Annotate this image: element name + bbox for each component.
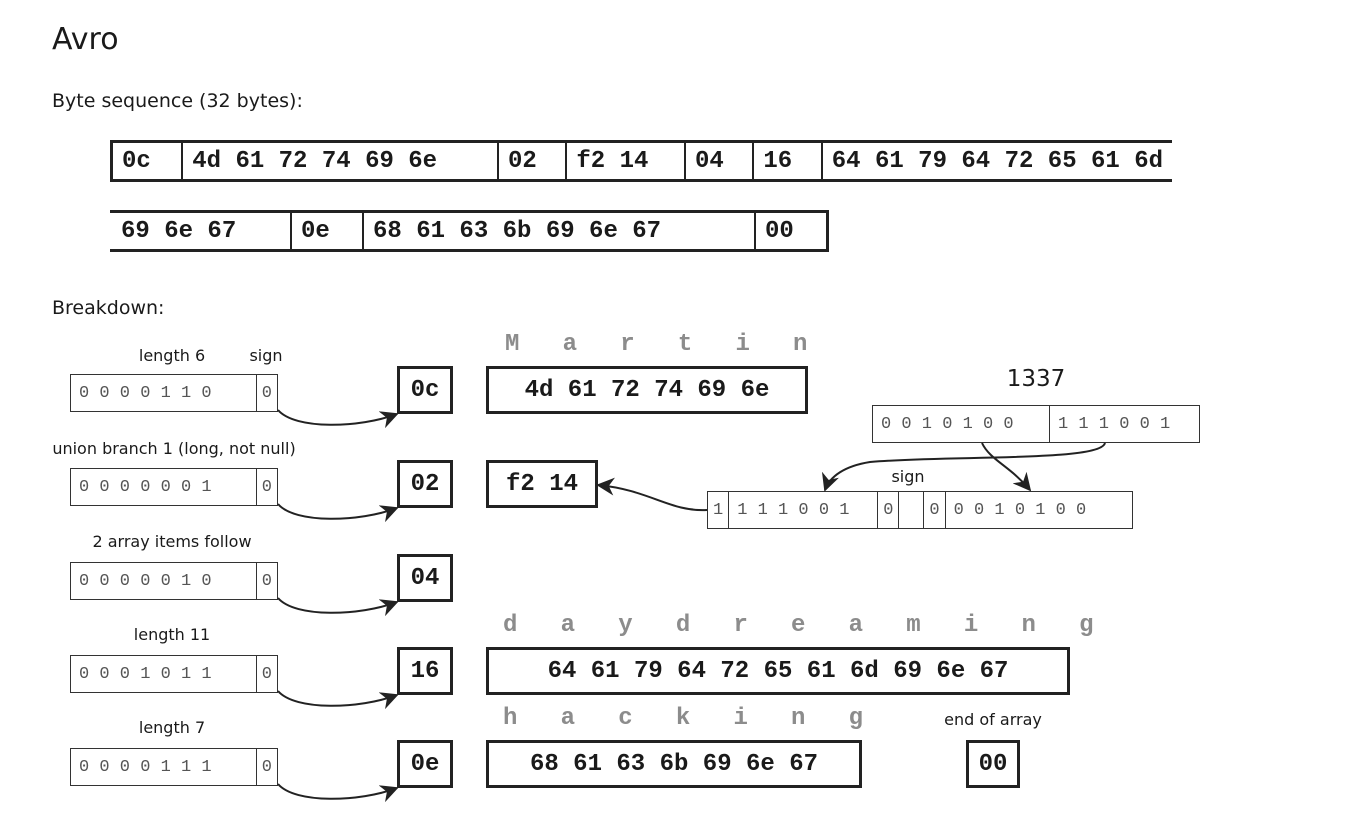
byte-box-0c: 0c xyxy=(397,366,453,414)
byte-sequence-row-1: 0c 4d 61 72 74 69 6e 02 f2 14 04 16 64 6… xyxy=(110,140,1172,182)
bitbox-1337: 0 0 1 0 1 0 0 1 1 1 0 0 1 xyxy=(872,405,1200,443)
label-length-11: length 11 xyxy=(133,625,211,644)
seq-byte-16: 16 xyxy=(752,143,820,179)
bitbox-length-6: 0 0 0 0 1 1 0 0 xyxy=(70,374,278,412)
seq-bytes-hacking: 68 61 63 6b 69 6e 67 xyxy=(362,213,754,249)
bit-sign: 0 xyxy=(255,563,277,599)
byte-gap xyxy=(898,492,923,528)
label-length-6: length 6 xyxy=(138,346,206,365)
byte-box-00: 00 xyxy=(966,740,1020,788)
bit-encoded-sign: 0 xyxy=(877,492,898,528)
seq-byte-0e: 0e xyxy=(290,213,362,249)
seq-byte-0c: 0c xyxy=(110,143,181,179)
arrow-encoded-to-f2-14 xyxy=(596,477,708,512)
arrow-to-0e xyxy=(277,783,399,803)
bitbox-zigzag-encoded: 1 1 1 1 0 0 1 0 0 0 0 1 0 1 0 0 xyxy=(707,491,1133,529)
seq-bytes-martin: 4d 61 72 74 69 6e xyxy=(181,143,497,179)
hex-box-daydreaming: 64 61 79 64 72 65 61 6d 69 6e 67 xyxy=(486,647,1070,695)
byte-box-0e: 0e xyxy=(397,740,453,788)
bitbox-array-items: 0 0 0 0 0 1 0 0 xyxy=(70,562,278,600)
seq-bytes-ing: 69 6e 67 xyxy=(121,217,237,245)
seq-bytes-daydream: 64 61 79 64 72 65 61 6d xyxy=(820,143,1172,179)
breakdown-heading: Breakdown: xyxy=(52,297,165,319)
seq-bytes-f2-14: f2 14 xyxy=(565,143,684,179)
arrow-to-0c xyxy=(277,409,399,429)
bitbox-union-branch: 0 0 0 0 0 0 1 0 xyxy=(70,468,278,506)
bit-continuation-1: 1 xyxy=(713,500,724,520)
bits-value: 0 0 0 0 0 1 0 xyxy=(79,571,212,591)
label-end-of-array: end of array xyxy=(944,710,1042,729)
arrow-to-04 xyxy=(277,597,399,617)
seq-byte-04: 04 xyxy=(684,143,752,179)
bits-value: 0 0 0 0 1 1 0 xyxy=(79,383,212,403)
byte-sequence-row-2: 69 6e 67 0e 68 61 63 6b 69 6e 67 00 xyxy=(110,210,829,252)
byte-box-04: 04 xyxy=(397,554,453,602)
bit-continuation-2: 0 xyxy=(923,492,944,528)
label-array-items: 2 array items follow xyxy=(92,532,252,551)
byte-box-16: 16 xyxy=(397,647,453,695)
hex-box-martin: 4d 61 72 74 69 6e xyxy=(486,366,808,414)
bits-value: 0 0 0 0 1 1 1 xyxy=(79,757,212,777)
seq-byte-00: 00 xyxy=(754,213,829,249)
label-union-branch: union branch 1 (long, not null) xyxy=(52,439,296,458)
arrow-high-bits-to-encoded xyxy=(981,442,1032,492)
ascii-hacking: h a c k i n g xyxy=(503,705,864,732)
number-1337-label: 1337 xyxy=(1006,366,1066,392)
seq-byte-02: 02 xyxy=(497,143,565,179)
bits-value: 0 0 0 1 0 1 1 xyxy=(79,664,212,684)
bitbox-length-7: 0 0 0 0 1 1 1 0 xyxy=(70,748,278,786)
byte-sequence-heading: Byte sequence (32 bytes): xyxy=(52,90,303,112)
arrow-to-02 xyxy=(277,503,399,523)
bits-1337-low: 1 1 1 0 0 1 xyxy=(1049,406,1199,442)
arrow-to-16 xyxy=(277,690,399,710)
arrow-low-bits-to-encoded xyxy=(821,442,1106,492)
bits-encoded-low: 1 1 1 0 0 1 xyxy=(728,492,877,528)
bits-encoded-high: 0 0 1 0 1 0 0 xyxy=(944,492,1132,528)
page-title: Avro xyxy=(52,22,119,57)
bit-sign: 0 xyxy=(255,749,277,785)
hex-box-hacking: 68 61 63 6b 69 6e 67 xyxy=(486,740,862,788)
bit-sign: 0 xyxy=(255,375,277,411)
bitbox-length-11: 0 0 0 1 0 1 1 0 xyxy=(70,655,278,693)
bits-1337-high: 0 0 1 0 1 0 0 xyxy=(881,414,1014,434)
ascii-martin: M a r t i n xyxy=(505,331,808,358)
label-length-7: length 7 xyxy=(138,718,206,737)
bit-sign: 0 xyxy=(255,656,277,692)
ascii-daydreaming: d a y d r e a m i n g xyxy=(503,612,1094,639)
bits-value: 0 0 0 0 0 0 1 xyxy=(79,477,212,497)
label-sign-1337: sign xyxy=(891,467,925,486)
label-sign: sign xyxy=(249,346,283,365)
bit-sign: 0 xyxy=(255,469,277,505)
byte-box-02: 02 xyxy=(397,460,453,508)
